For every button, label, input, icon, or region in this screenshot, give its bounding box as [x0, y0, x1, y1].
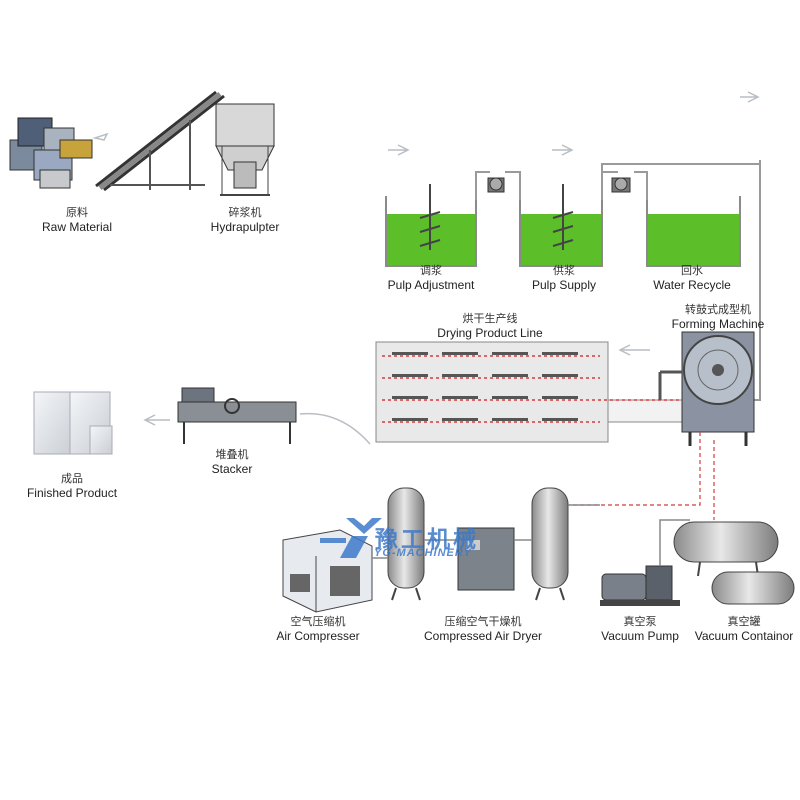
- vacuum-container-cn: 真空罐: [727, 615, 761, 628]
- air-tank-1: [387, 487, 425, 601]
- stacker: [177, 387, 297, 444]
- water-recycle-cn: 回水: [680, 264, 703, 277]
- drying-line: [375, 341, 683, 443]
- air-compresser-en: Air Compresser: [276, 629, 360, 643]
- raw-material-en: Raw Material: [41, 220, 113, 234]
- air-pipes: [372, 504, 600, 559]
- hydrapulper: [215, 103, 275, 196]
- vacuum-pump-cn: 真空泵: [623, 615, 657, 628]
- return-lines: [560, 432, 715, 520]
- water-recycle-en: Water Recycle: [653, 278, 731, 292]
- water-recycle-label: 回水 Water Recycle: [653, 264, 731, 292]
- stacker-en: Stacker: [211, 462, 253, 476]
- hydrapulpter-cn: 碎浆机: [228, 206, 262, 219]
- raw-material-pile: [9, 117, 93, 189]
- air-dryer-cn: 压缩空气干燥机: [444, 615, 522, 628]
- transfer-pumps: [487, 177, 631, 193]
- yg-logo-icon: [310, 518, 382, 558]
- air-compresser-cn: 空气压缩机: [290, 615, 346, 628]
- air-dryer-label: 压缩空气干燥机 Compressed Air Dryer: [424, 615, 542, 643]
- vacuum-container-small: [711, 571, 795, 605]
- finished-product-stack: [33, 391, 113, 455]
- vacuum-container-large: [673, 521, 779, 577]
- pulp-supply-tank: [519, 184, 603, 267]
- forming-machine-cn: 转鼓式成型机: [684, 303, 751, 316]
- flow-arrows: [92, 91, 760, 445]
- forming-machine-label: 转鼓式成型机 Forming Machine: [672, 303, 765, 331]
- pulp-supply-cn: 供浆: [552, 264, 575, 277]
- vacuum-pump-en: Vacuum Pump: [601, 629, 679, 643]
- conveyor: [95, 90, 225, 192]
- watermark-cn: 豫工机械: [375, 527, 479, 553]
- finished-product-en: Finished Product: [26, 486, 118, 500]
- finished-product-label: 成品 Finished Product: [27, 472, 117, 500]
- stacker-cn: 堆叠机: [215, 448, 249, 461]
- hydrapulpter-en: Hydrapulpter: [210, 220, 280, 234]
- forming-machine-en: Forming Machine: [671, 317, 765, 331]
- air-dryer-en: Compressed Air Dryer: [423, 629, 543, 643]
- pulp-adjustment-en: Pulp Adjustment: [387, 278, 475, 292]
- air-dryer: [457, 527, 515, 591]
- air-tank-2: [531, 487, 569, 601]
- finished-product-cn: 成品: [60, 472, 83, 485]
- pulp-supply-label: 供浆 Pulp Supply: [532, 264, 596, 292]
- pulp-adjustment-cn: 调浆: [420, 264, 442, 277]
- drying-line-en: Drying Product Line: [437, 326, 543, 340]
- hydrapulpter-label: 碎浆机 Hydrapulpter: [211, 206, 280, 234]
- water-recycle-tank: [646, 196, 741, 267]
- drying-line-cn: 烘干生产线: [462, 312, 518, 325]
- pulp-adjustment-label: 调浆 Pulp Adjustment: [388, 264, 475, 292]
- watermark-en: YG-MACHINERY: [374, 547, 472, 559]
- pulp-adjustment-tank: [385, 184, 477, 267]
- vacuum-pump: [600, 519, 690, 606]
- stacker-label: 堆叠机 Stacker: [212, 448, 253, 476]
- pulp-supply-en: Pulp Supply: [531, 278, 597, 292]
- forming-machine: [658, 331, 755, 446]
- drying-line-label: 烘干生产线 Drying Product Line: [437, 312, 542, 340]
- vacuum-container-en: Vacuum Containor: [694, 629, 794, 643]
- vacuum-container-label: 真空罐 Vacuum Containor: [695, 615, 794, 643]
- vacuum-pump-label: 真空泵 Vacuum Pump: [601, 615, 679, 643]
- air-compresser-label: 空气压缩机 Air Compresser: [276, 615, 359, 643]
- raw-material-cn: 原料: [66, 206, 88, 219]
- raw-material-label: 原料 Raw Material: [42, 206, 112, 234]
